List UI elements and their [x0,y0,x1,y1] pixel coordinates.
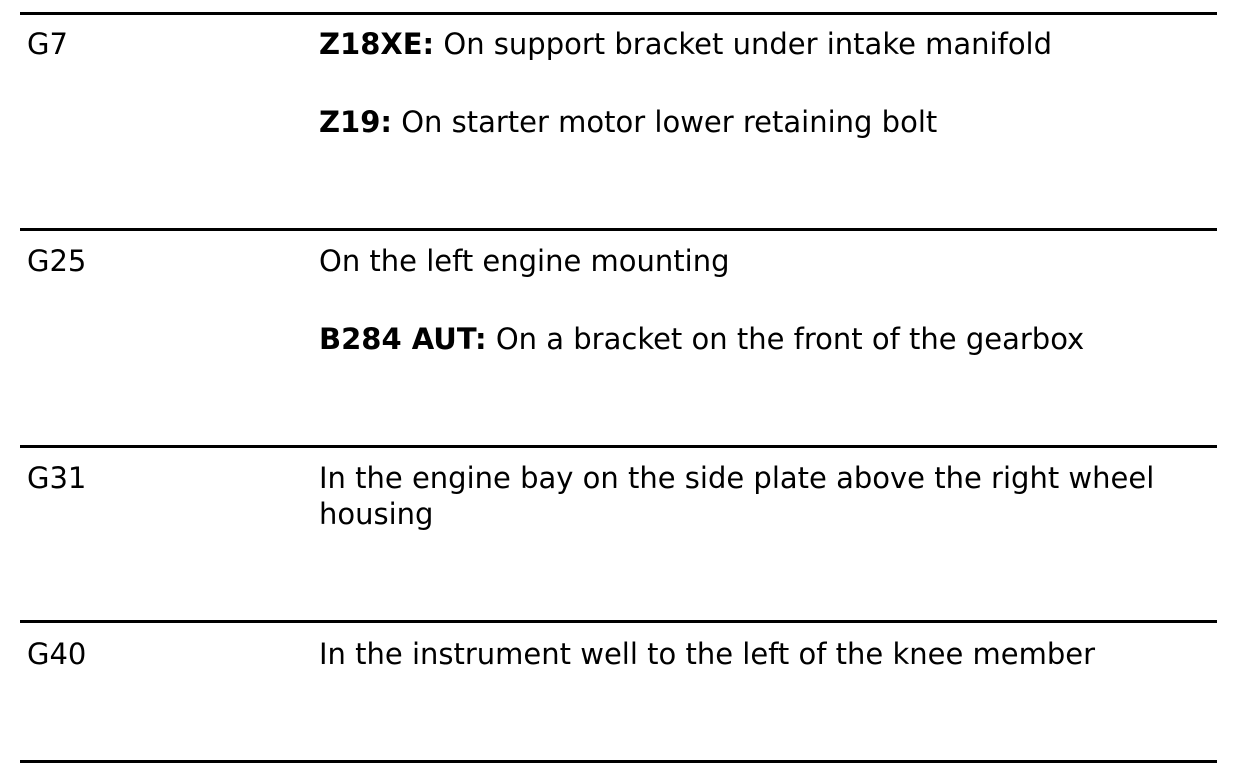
location-text: On a bracket on the front of the gearbox [486,322,1085,356]
row-divider [20,445,1217,448]
location-line: Z19: On starter motor lower retaining bo… [319,104,937,140]
location-text: In the instrument well to the left of th… [319,637,1096,671]
component-code: G40 [27,637,87,671]
variant-label: Z18XE: [319,27,435,61]
row-divider [20,620,1217,623]
location-text: On the left engine mounting [319,244,730,278]
location-text: In the engine bay on the side plate abov… [319,461,1155,531]
row-divider [20,228,1217,231]
row-divider [20,12,1217,15]
component-code: G7 [27,27,68,61]
variant-label: Z19: [319,105,392,139]
variant-label: B284 AUT: [319,322,487,356]
row-divider [20,760,1217,763]
component-code: G31 [27,461,87,495]
component-code: G25 [27,244,87,278]
location-line: In the engine bay on the side plate abov… [319,460,1219,532]
location-line: B284 AUT: On a bracket on the front of t… [319,321,1084,357]
location-line: Z18XE: On support bracket under intake m… [319,26,1052,62]
location-line: On the left engine mounting [319,243,730,279]
location-text: On starter motor lower retaining bolt [391,105,938,139]
location-text: On support bracket under intake manifold [434,27,1053,61]
location-line: In the instrument well to the left of th… [319,636,1095,672]
